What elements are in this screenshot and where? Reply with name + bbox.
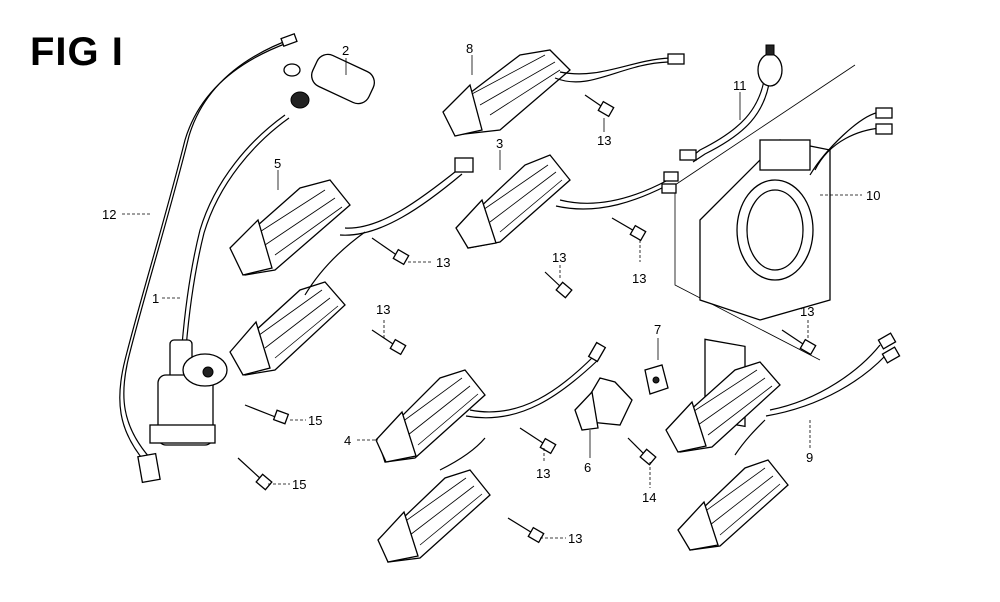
- callout-15: 15: [308, 413, 322, 428]
- part-10-stator: [674, 64, 893, 428]
- callout-13: 13: [597, 133, 611, 148]
- callout-12: 12: [102, 207, 116, 222]
- callout-4: 4: [344, 433, 351, 448]
- callout-13: 13: [632, 271, 646, 286]
- bolts: [237, 94, 817, 544]
- callout-13: 13: [536, 466, 550, 481]
- callout-13: 13: [800, 304, 814, 319]
- callout-6: 6: [584, 460, 591, 475]
- part-11-lead: [679, 44, 783, 163]
- leader-lines: [122, 55, 862, 539]
- callout-2: 2: [342, 43, 349, 58]
- callout-10: 10: [866, 188, 880, 203]
- part-coil-bottom: [377, 437, 491, 563]
- callout-3: 3: [496, 136, 503, 151]
- callout-13: 13: [552, 250, 566, 265]
- callout-14: 14: [642, 490, 656, 505]
- callout-9: 9: [806, 450, 813, 465]
- part-7-plate: [644, 364, 669, 395]
- callout-15: 15: [292, 477, 306, 492]
- part-12-cable: [119, 33, 298, 484]
- part-2-plug-cap: [283, 53, 375, 109]
- callout-5: 5: [274, 156, 281, 171]
- part-9-coils: [665, 332, 901, 551]
- callout-11: 11: [733, 78, 747, 93]
- figure-title: FIG I: [30, 30, 124, 74]
- callout-13: 13: [376, 302, 390, 317]
- callout-13: 13: [568, 531, 582, 546]
- callout-labels: 2 8 13 11 12 5 3 10 13 13 13 1 13 13 7 1…: [102, 41, 880, 546]
- part-5-coil: [229, 157, 474, 276]
- callout-8: 8: [466, 41, 473, 56]
- part-4-coil: [375, 341, 607, 463]
- callout-13: 13: [436, 255, 450, 270]
- part-coil-middle: [229, 231, 366, 376]
- callout-7: 7: [654, 322, 661, 337]
- part-8-coil: [442, 49, 685, 137]
- part-1-ignition-coil: [149, 114, 290, 446]
- callout-1: 1: [152, 291, 159, 306]
- part-3-coil: [455, 154, 679, 249]
- part-6-bracket: [574, 377, 633, 431]
